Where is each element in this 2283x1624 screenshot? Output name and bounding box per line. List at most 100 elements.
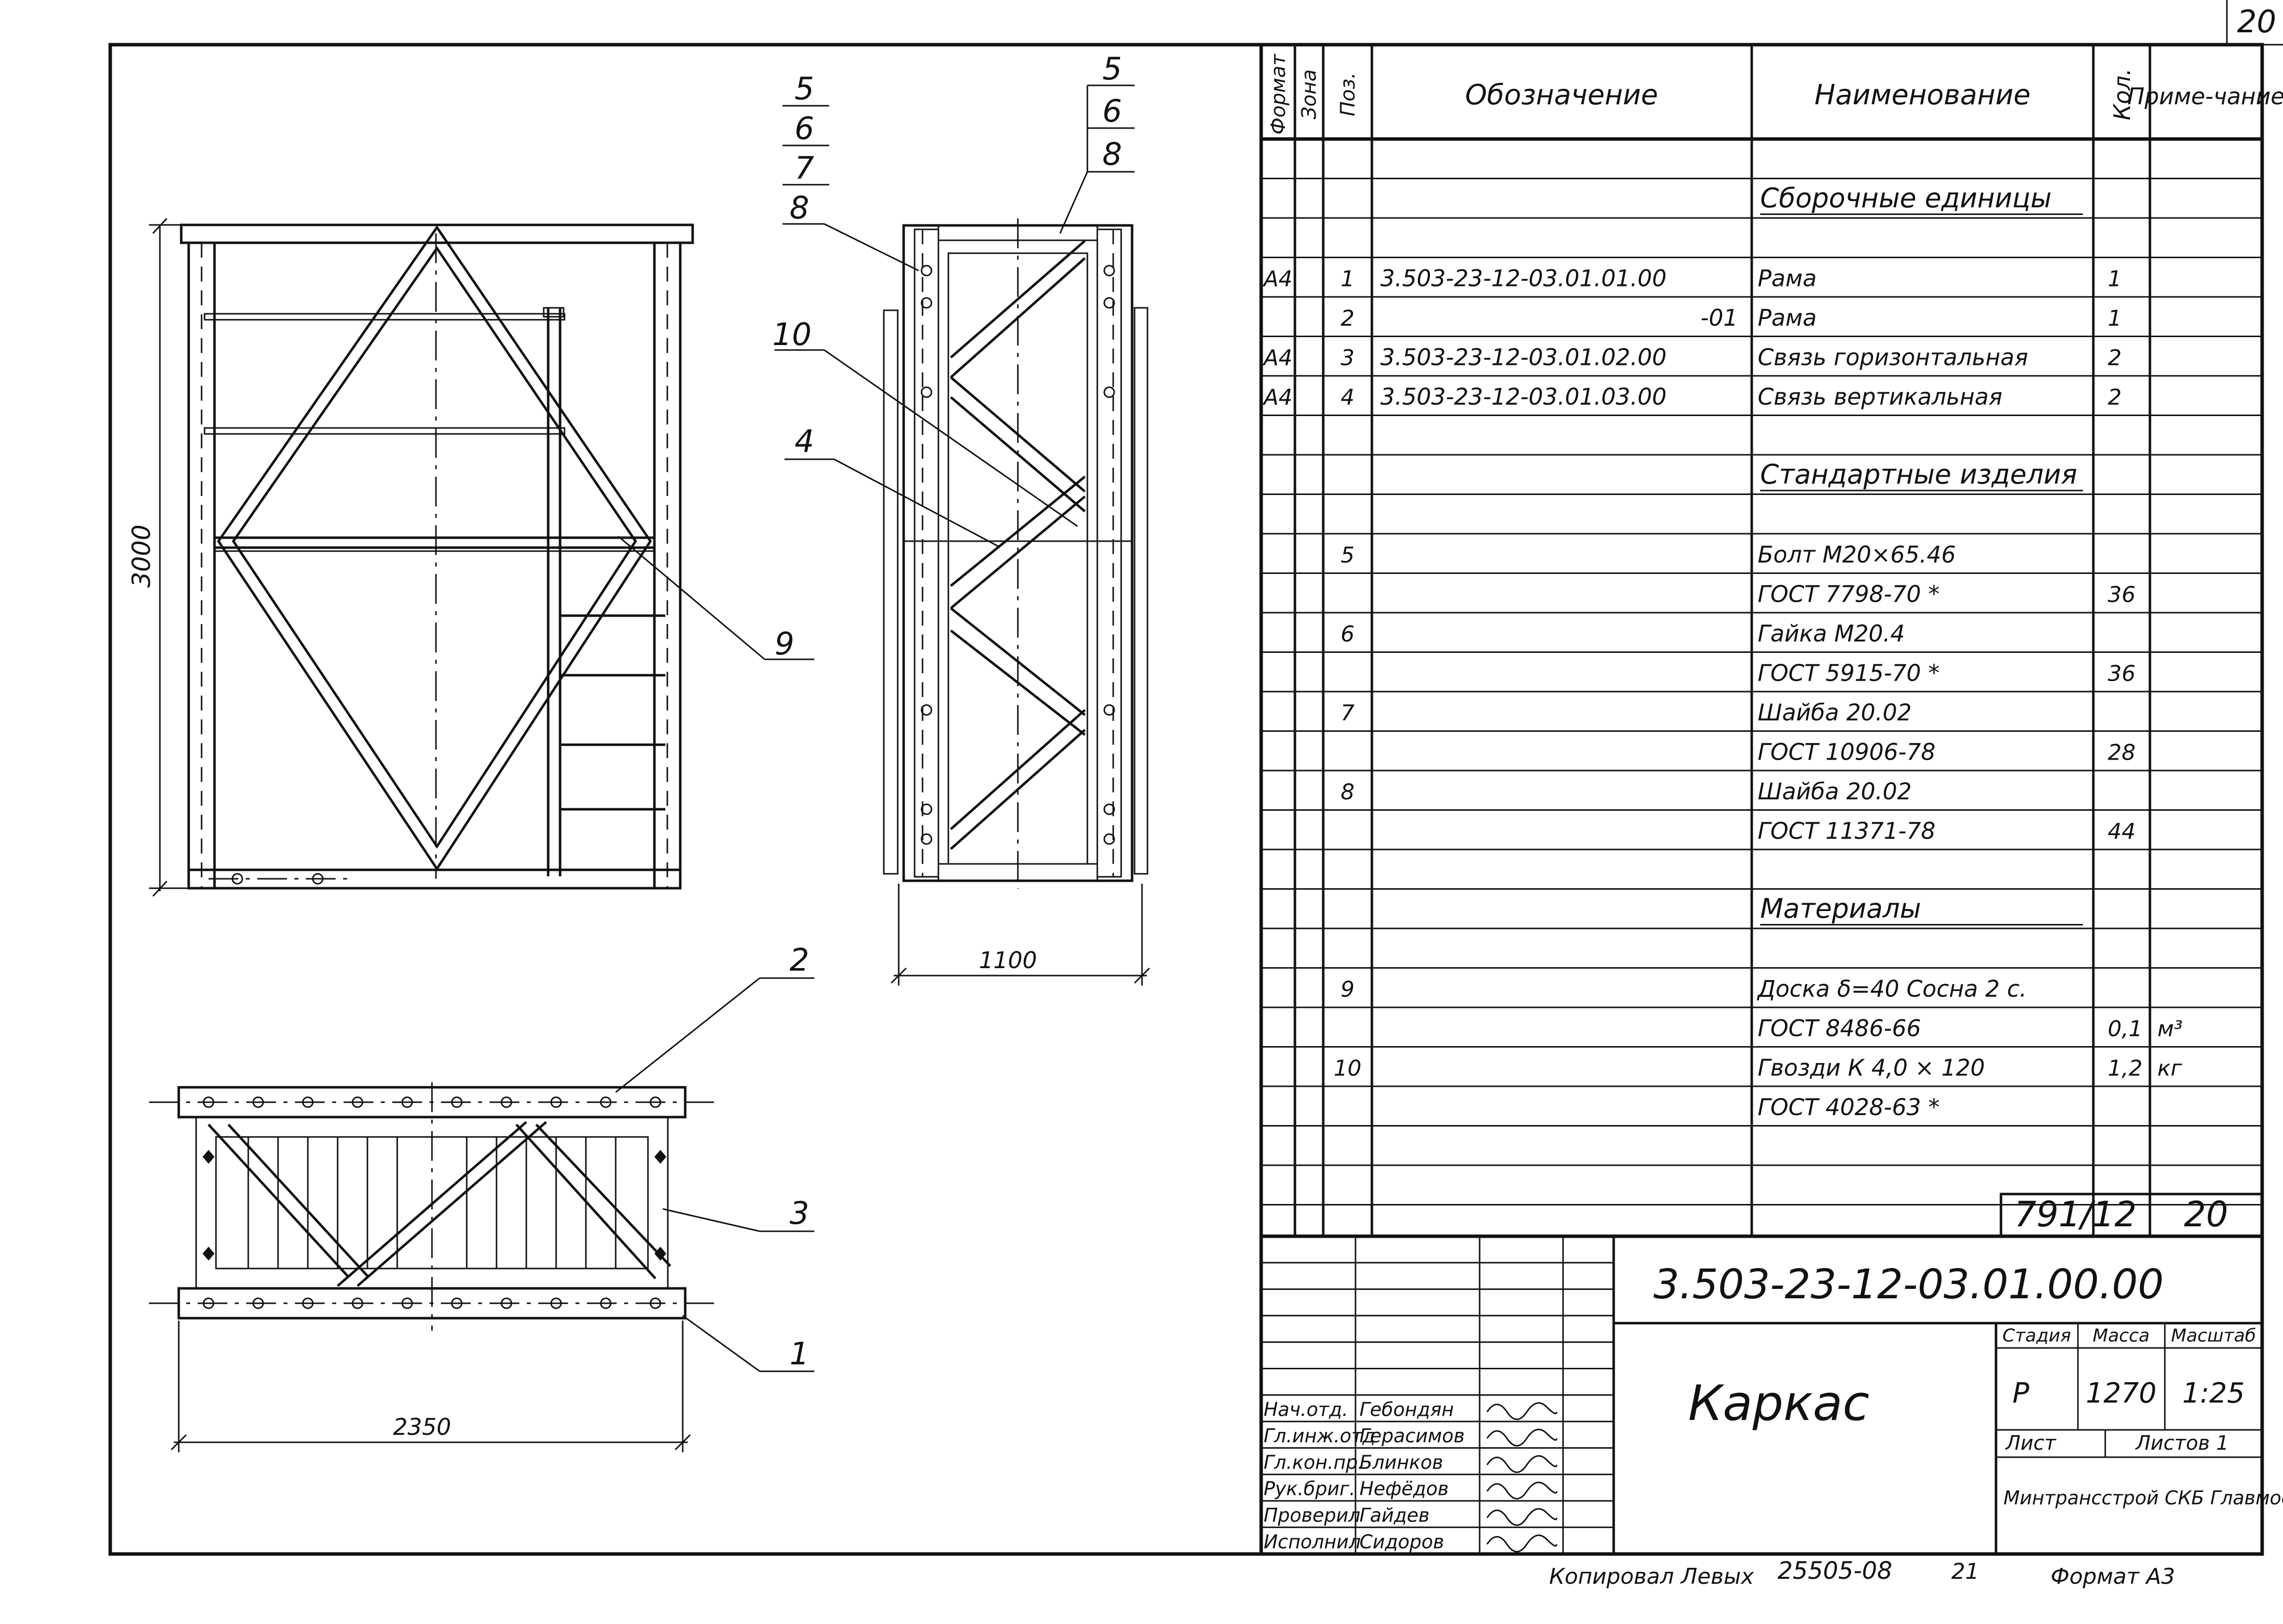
spec-name: Рама <box>1758 265 1817 292</box>
callout-8b: 8 <box>1102 136 1122 172</box>
spec-name: ГОСТ 11371-78 <box>1758 818 1935 845</box>
signature-scribble <box>1486 1428 1558 1447</box>
header-qty: Кол. <box>2109 69 2136 121</box>
spec-qty: 36 <box>2108 582 2136 608</box>
spec-note: кг <box>2157 1056 2183 1081</box>
spec-qty: 36 <box>2108 661 2136 687</box>
spec-format: А4 <box>1262 346 1292 371</box>
signatory-role: Нач.отд. <box>1264 1399 1348 1420</box>
callout-6b: 6 <box>1102 93 1122 129</box>
spec-name: ГОСТ 4028-63 * <box>1758 1094 1940 1121</box>
footer-archive: 25505-08 <box>1778 1557 1892 1585</box>
signatory-name: Гебондян <box>1359 1399 1454 1420</box>
callout-2: 2 <box>615 942 814 1093</box>
spec-pos: 7 <box>1341 701 1355 726</box>
front-view: 3000 <box>127 217 694 897</box>
svg-text:2: 2 <box>789 942 809 978</box>
spec-name: Рама <box>1758 304 1817 331</box>
stamp-box: 791/12 20 <box>1999 1193 2264 1238</box>
spec-pos: 8 <box>1341 779 1355 805</box>
spec-designation: 3.503-23-12-03.01.03.00 <box>1380 383 1667 410</box>
spec-qty: 1,2 <box>2108 1056 2142 1081</box>
header-pos: Поз. <box>1337 72 1359 117</box>
signatory-role: Проверил <box>1264 1504 1360 1526</box>
stamp-code: 791/12 <box>2014 1194 2137 1235</box>
signatory-role: Рук.бриг. <box>1264 1478 1356 1500</box>
label-sheets: Листов 1 <box>2135 1432 2229 1455</box>
spec-name: Шайба 20.02 <box>1758 699 1912 726</box>
spec-qty: 1 <box>2108 306 2122 331</box>
signatory-name: Нефёдов <box>1359 1478 1449 1500</box>
signature-scribble <box>1486 1534 1558 1553</box>
spec-pos: 4 <box>1341 385 1355 410</box>
spec-pos: 5 <box>1341 543 1355 568</box>
title-block: 3.503-23-12-03.01.00.00 Каркас Стадия Ма… <box>1259 1234 2283 1556</box>
signature-scribble <box>1486 1455 1558 1473</box>
footer: Копировал Левых 25505-08 21 Формат А3 <box>1549 1557 2175 1589</box>
page-number: 20 <box>2237 3 2277 40</box>
spec-note: м³ <box>2157 1016 2183 1042</box>
header-designation: Обозначение <box>1465 79 1658 111</box>
spec-section-title: Сборочные единицы <box>1760 183 2052 214</box>
signatory-role: Гл.инж.отд <box>1264 1425 1375 1447</box>
spec-qty: 2 <box>2108 385 2122 410</box>
callout-7a: 7 <box>794 150 814 186</box>
document-code: 3.503-23-12-03.01.00.00 <box>1653 1261 2164 1308</box>
spec-pos: 3 <box>1341 346 1355 371</box>
spec-name: ГОСТ 7798-70 * <box>1758 581 1940 608</box>
callout-8a: 8 <box>789 190 809 226</box>
callout-10: 10 <box>773 316 1078 527</box>
drawing-title: Каркас <box>1688 1375 1869 1432</box>
spec-section-title: Материалы <box>1760 893 1921 924</box>
spec-qty: 2 <box>2108 346 2122 371</box>
spec-name: ГОСТ 8486-66 <box>1758 1015 1921 1042</box>
callout-stack-right: 5 6 8 <box>1059 51 1135 234</box>
callout-stack-left: 5 6 7 8 <box>783 71 919 272</box>
label-sheet: Лист <box>2004 1432 2057 1455</box>
signatory-name: Гайдев <box>1359 1504 1429 1526</box>
spec-name: Связь горизонтальная <box>1758 344 2028 371</box>
callout-3: 3 <box>662 1195 814 1232</box>
drawing-frame <box>108 43 2264 1556</box>
specification-table: Формат Зона Поз. Обозначение Наименовани… <box>1259 43 2283 1238</box>
label-mass: Масса <box>2093 1326 2150 1346</box>
callout-5a: 5 <box>794 71 814 107</box>
spec-pos: 10 <box>1334 1056 1361 1081</box>
spec-name: Гвозди К 4,0 × 120 <box>1758 1055 1985 1081</box>
spec-format: А4 <box>1262 385 1292 410</box>
spec-designation: -01 <box>1701 304 1738 331</box>
footer-num: 21 <box>1951 1559 1979 1584</box>
spec-name: Доска δ=40 Сосна 2 с. <box>1757 976 2027 1002</box>
stamp-sheet: 20 <box>2184 1194 2228 1235</box>
signatory-name: Сидоров <box>1359 1531 1444 1553</box>
mass-value: 1270 <box>2086 1377 2157 1410</box>
spec-section-title: Стандартные изделия <box>1760 459 2077 490</box>
header-note: Приме-чание <box>2128 83 2283 110</box>
side-view: 1100 <box>883 218 1150 986</box>
stage-value: Р <box>2012 1377 2029 1410</box>
spec-qty: 44 <box>2108 819 2136 845</box>
spec-name: ГОСТ 5915-70 * <box>1758 660 1940 687</box>
signature-scribble <box>1486 1482 1558 1500</box>
label-stage: Стадия <box>2002 1326 2071 1346</box>
header-format: Формат <box>1267 53 1290 135</box>
plan-view: 2350 <box>149 1082 715 1452</box>
footer-copied: Копировал Левых <box>1549 1564 1754 1589</box>
svg-text:4: 4 <box>794 423 814 459</box>
scale-value: 1:25 <box>2182 1377 2245 1410</box>
header-name: Наименование <box>1814 79 2030 111</box>
header-zone: Зона <box>1298 70 1321 120</box>
signatory-role: Исполнил <box>1264 1531 1361 1553</box>
callout-9: 9 <box>618 535 814 662</box>
signature-scribble <box>1486 1508 1558 1526</box>
spec-pos: 1 <box>1341 267 1355 292</box>
spec-pos: 2 <box>1341 306 1355 331</box>
spec-name: Болт М20×65.46 <box>1758 541 1956 568</box>
dimension-height: 3000 <box>127 524 156 587</box>
dimension-width: 2350 <box>393 1413 451 1440</box>
spec-pos: 9 <box>1341 977 1355 1002</box>
spec-qty: 28 <box>2108 740 2136 766</box>
callout-4: 4 <box>785 423 999 547</box>
svg-text:10: 10 <box>773 316 812 353</box>
